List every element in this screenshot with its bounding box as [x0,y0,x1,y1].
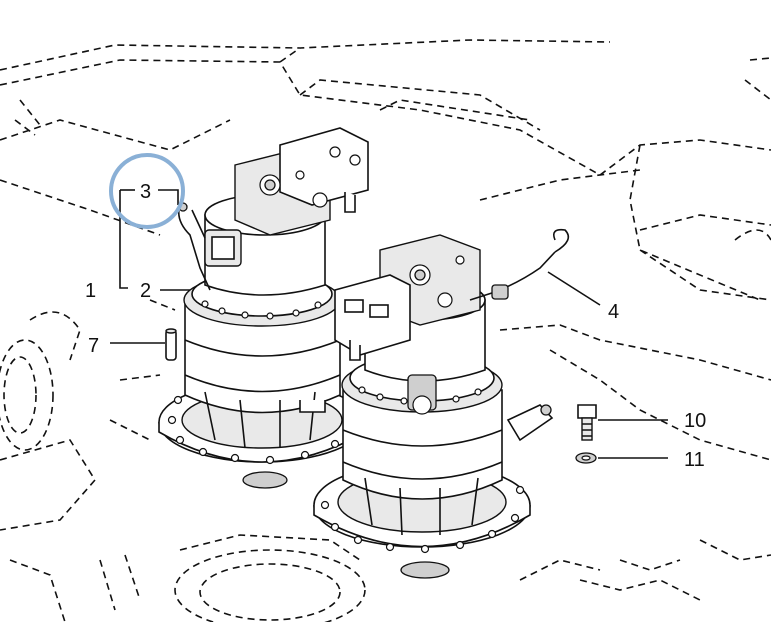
leader-lines [110,189,668,459]
washer-part-11 [575,452,597,464]
callout-4: 4 [608,301,619,323]
callout-11: 11 [684,449,705,471]
top-ring-bolts [201,300,322,320]
callout-2: 2 [140,280,151,302]
callout-7: 7 [88,335,99,357]
swing-motor-left [158,127,369,489]
frame-outline [0,39,771,622]
bolt-part-10 [577,404,597,441]
flange-bolt-holes-right [320,485,525,554]
flange-bolt-holes [167,395,360,465]
highlight-circle [109,153,185,229]
swing-motor-right [313,228,570,579]
callout-10: 10 [684,410,706,432]
callout-3: 3 [140,181,151,203]
pin-part-7 [165,328,177,361]
callout-1: 1 [85,280,96,302]
